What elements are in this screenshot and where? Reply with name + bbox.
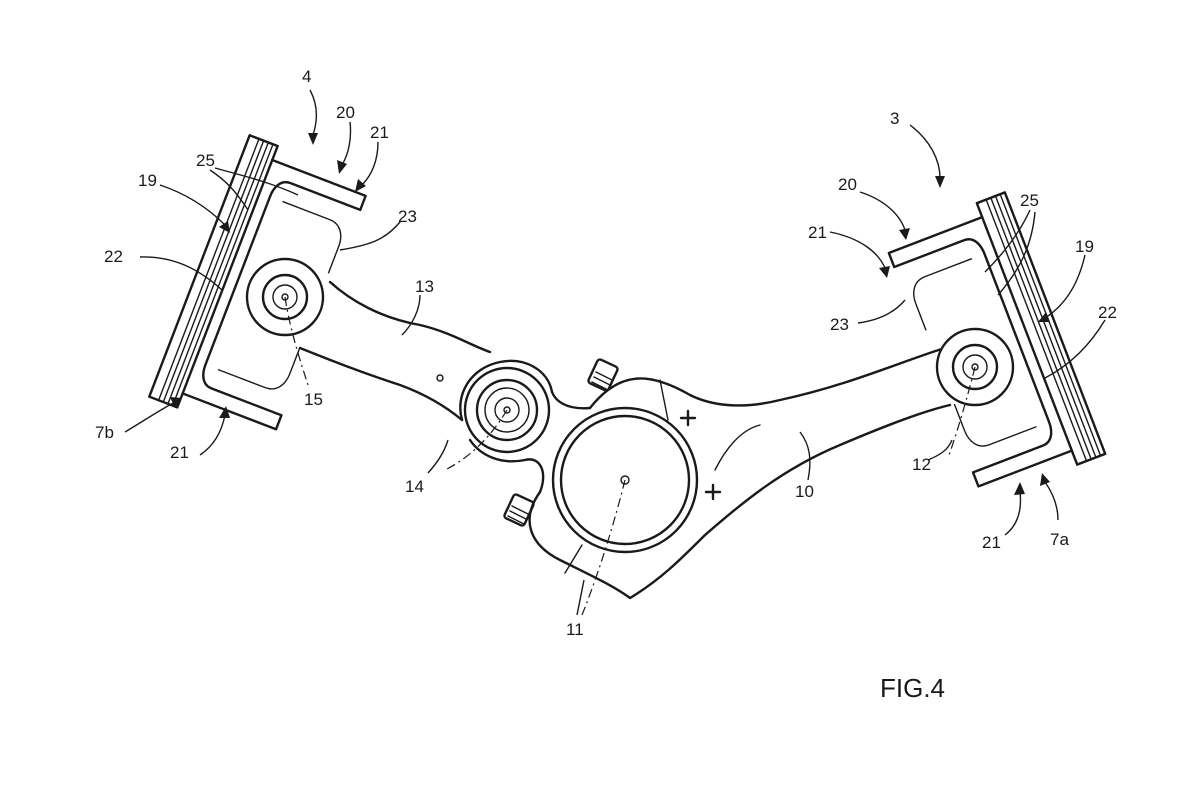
- leader-lines: [124, 89, 1106, 616]
- label-7b: 7b: [95, 423, 114, 442]
- label-3: 3: [890, 109, 899, 128]
- screw-top: [587, 358, 619, 392]
- label-22-right: 22: [1098, 303, 1117, 322]
- figure-caption: FIG.4: [880, 673, 945, 703]
- label-12: 12: [912, 455, 931, 474]
- label-13: 13: [415, 277, 434, 296]
- label-20-left: 20: [336, 103, 355, 122]
- label-25-left: 25: [196, 151, 215, 170]
- piston-4: [148, 134, 367, 431]
- label-21-right-bottom: 21: [982, 533, 1001, 552]
- piston-3: [887, 191, 1107, 488]
- label-25-right: 25: [1020, 191, 1039, 210]
- label-10: 10: [795, 482, 814, 501]
- label-7a: 7a: [1050, 530, 1069, 549]
- label-21-right-top: 21: [808, 223, 827, 242]
- label-23-right: 23: [830, 315, 849, 334]
- screw-bottom: [503, 493, 535, 527]
- label-15: 15: [304, 390, 323, 409]
- label-19-left: 19: [138, 171, 157, 190]
- label-4: 4: [302, 67, 311, 86]
- label-19-right: 19: [1075, 237, 1094, 256]
- crank-link-10: [459, 346, 952, 600]
- main-pivot-11: [551, 406, 699, 554]
- label-11: 11: [566, 620, 584, 639]
- label-14: 14: [405, 477, 424, 496]
- label-22-left: 22: [104, 247, 123, 266]
- label-23-left: 23: [398, 207, 417, 226]
- axis-lines: [284, 296, 976, 616]
- label-21-left-top: 21: [370, 123, 389, 142]
- reference-labels: 4 20 21 25 19 23 22 13 15 7b 21 14 11 10…: [95, 67, 1117, 639]
- label-21-left-bottom: 21: [170, 443, 189, 462]
- connecting-rod-13: [298, 280, 492, 422]
- label-20-right: 20: [838, 175, 857, 194]
- pin-14: [463, 366, 551, 454]
